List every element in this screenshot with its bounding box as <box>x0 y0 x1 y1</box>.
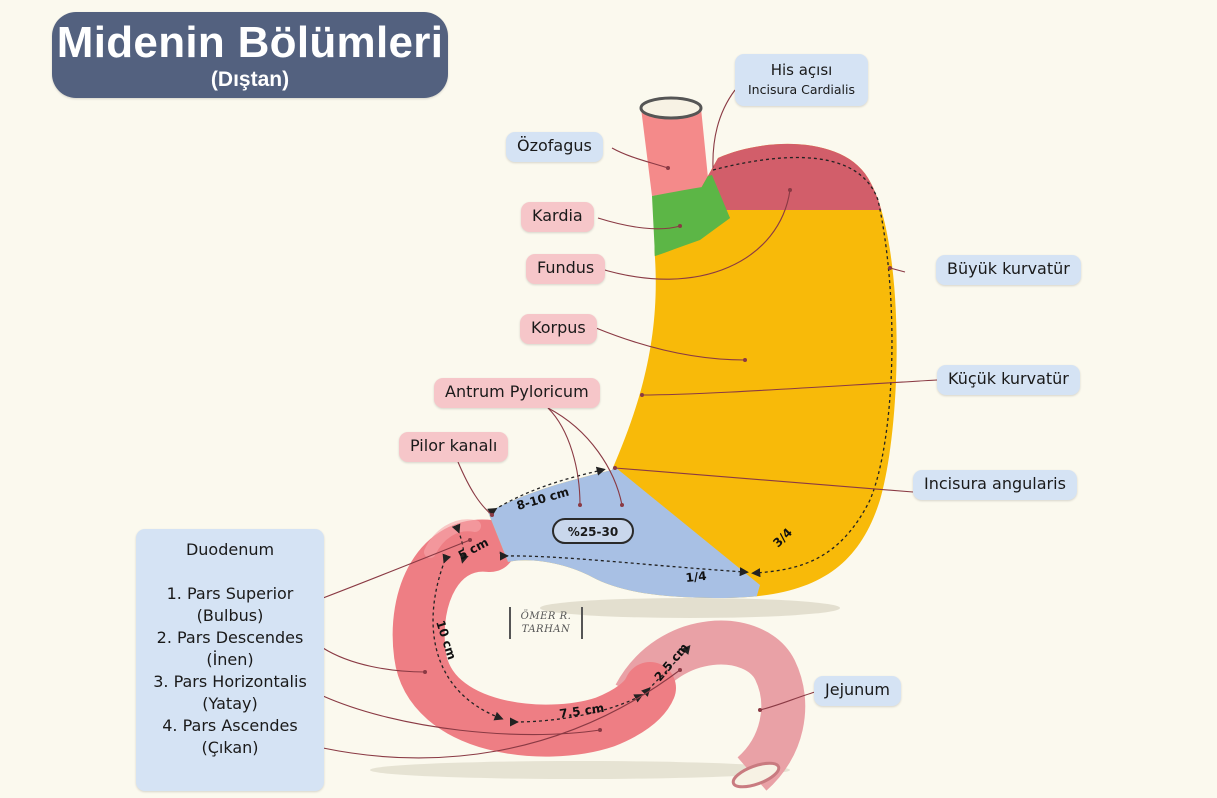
cardia-label: Kardia <box>521 202 594 232</box>
lesser-fraction-label: 1/4 <box>685 569 707 585</box>
duodenum-part: 4. Pars Ascendes <box>136 715 324 737</box>
page-subtitle: (Dıştan) <box>52 69 448 91</box>
corpus-label: Korpus <box>520 314 597 344</box>
duodenum-part: 3. Pars Horizontalis <box>136 671 324 693</box>
duodenum-part: 2. Pars Descendes <box>136 627 324 649</box>
esophagus-tube <box>641 98 709 196</box>
antrum-label: Antrum Pyloricum <box>434 378 600 408</box>
fundus-label: Fundus <box>526 254 605 284</box>
duodenum-title: Duodenum <box>136 539 324 561</box>
incisura-angularis-label: Incisura angularis <box>913 470 1077 500</box>
his-angle-title: His açısı <box>735 60 868 80</box>
lesser-curvature-label: Küçük kurvatür <box>937 365 1080 395</box>
antrum-percent-badge: %25-30 <box>552 518 634 544</box>
author-signature: ÖMER R. TARHAN <box>509 607 583 639</box>
title-banner: Midenin Bölümleri (Dıştan) <box>52 12 448 98</box>
duodenum-legend: Duodenum 1. Pars Superior (Bulbus) 2. Pa… <box>136 529 324 791</box>
his-angle-label: His açısı Incisura Cardialis <box>735 54 868 106</box>
signature-line: ÖMER R. <box>511 610 581 623</box>
page-title: Midenin Bölümleri <box>52 17 448 69</box>
his-angle-latin: Incisura Cardialis <box>735 80 868 100</box>
pylorus-label: Pilor kanalı <box>399 432 508 462</box>
duodenum-part: (Çıkan) <box>136 737 324 759</box>
greater-curvature-label: Büyük kurvatür <box>936 255 1081 285</box>
duodenum-part: 1. Pars Superior <box>136 583 324 605</box>
duodenum-part: (Yatay) <box>136 693 324 715</box>
signature-line: TARHAN <box>511 623 581 636</box>
duodenum-part: (İnen) <box>136 649 324 671</box>
jejunum-label: Jejunum <box>814 676 901 706</box>
duodenum-part: (Bulbus) <box>136 605 324 627</box>
esophagus-label: Özofagus <box>506 132 603 162</box>
